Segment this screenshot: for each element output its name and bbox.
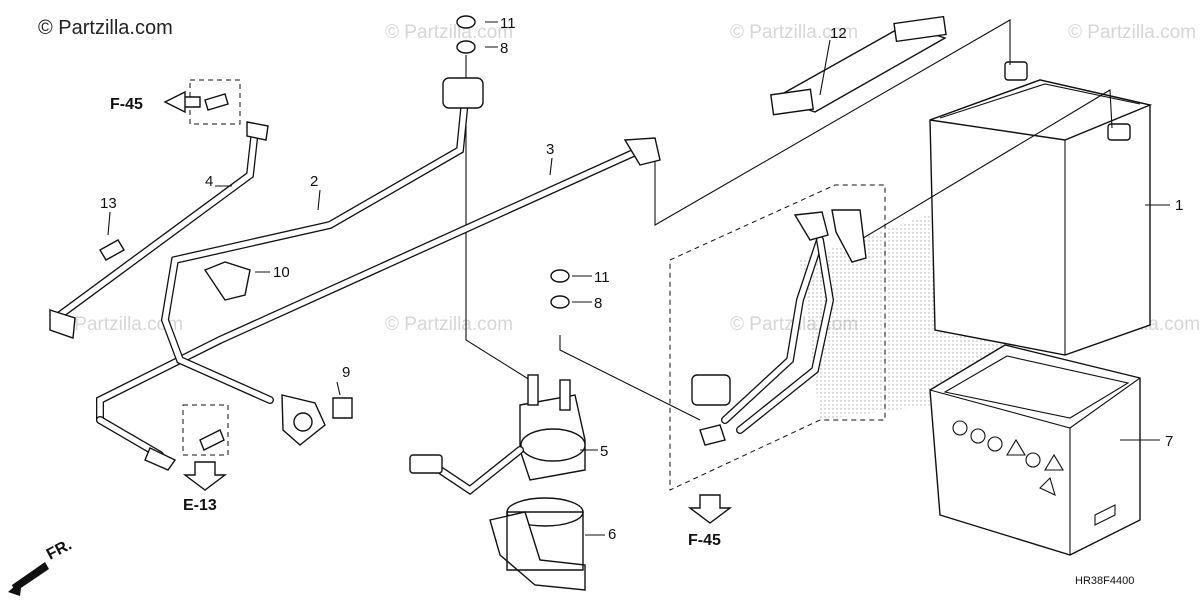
callout-8: 8 [594, 295, 602, 312]
callout-4: 4 [205, 173, 213, 190]
battery-box [929, 344, 1141, 556]
nut-11 [456, 15, 476, 29]
washer-8-lower [550, 295, 570, 309]
leader-line [465, 55, 531, 381]
ref-label: F-45 [110, 96, 143, 113]
band-10 [203, 261, 251, 301]
terminal-cover [442, 77, 484, 109]
watermark-main: © Partzilla.com [38, 17, 173, 39]
arrow-f45-bottom [687, 494, 733, 524]
watermark-faint: © Partzilla.com [730, 22, 858, 43]
terminal-cover-2 [831, 209, 867, 263]
ref-box-left [182, 404, 229, 456]
ref-label: E-13 [183, 497, 217, 514]
callout-3: 3 [546, 141, 554, 158]
leader-line [859, 89, 1113, 241]
washer-8 [456, 40, 476, 54]
ref-label: F-45 [688, 532, 721, 549]
callout-2: 2 [310, 173, 318, 190]
arrow-f45-top [163, 90, 201, 114]
battery [929, 61, 1153, 356]
battery-strap [770, 15, 947, 116]
callout-7: 7 [1165, 433, 1173, 450]
callout-6: 6 [608, 526, 616, 543]
watermark-faint: © Partzilla.com [1068, 22, 1196, 43]
relay-holder [489, 497, 586, 591]
starter-relay [409, 374, 586, 495]
nut-11-lower [550, 269, 570, 283]
watermark-faint: © Partzilla.com [385, 314, 513, 335]
orientation-label: FR. [44, 536, 75, 563]
callout-9: 9 [342, 364, 350, 381]
grommet-9 [332, 397, 353, 419]
callout-10: 10 [273, 264, 290, 281]
bolt-top [204, 93, 229, 111]
leader-line [819, 39, 831, 96]
callout-13: 13 [100, 195, 117, 212]
watermark-faint: © Partzilla.com [385, 22, 513, 43]
cable-3 [96, 146, 644, 424]
leader-line [559, 335, 701, 421]
callout-5: 5 [600, 443, 608, 460]
arrow-e13 [182, 461, 228, 491]
bolt-lower [199, 429, 225, 451]
bolt-13 [99, 239, 125, 261]
callout-11: 11 [500, 15, 516, 32]
watermark-faint: © Partzilla.com [55, 314, 183, 335]
callout-11: 11 [594, 269, 610, 286]
callout-1: 1 [1175, 197, 1183, 214]
leader-line [654, 19, 1011, 226]
diagram-code: HR38F4400 [1075, 575, 1134, 587]
detail-region [669, 184, 886, 491]
callout-8: 8 [500, 40, 508, 57]
callout-12: 12 [830, 25, 847, 42]
callout-ticks [107, 21, 605, 536]
